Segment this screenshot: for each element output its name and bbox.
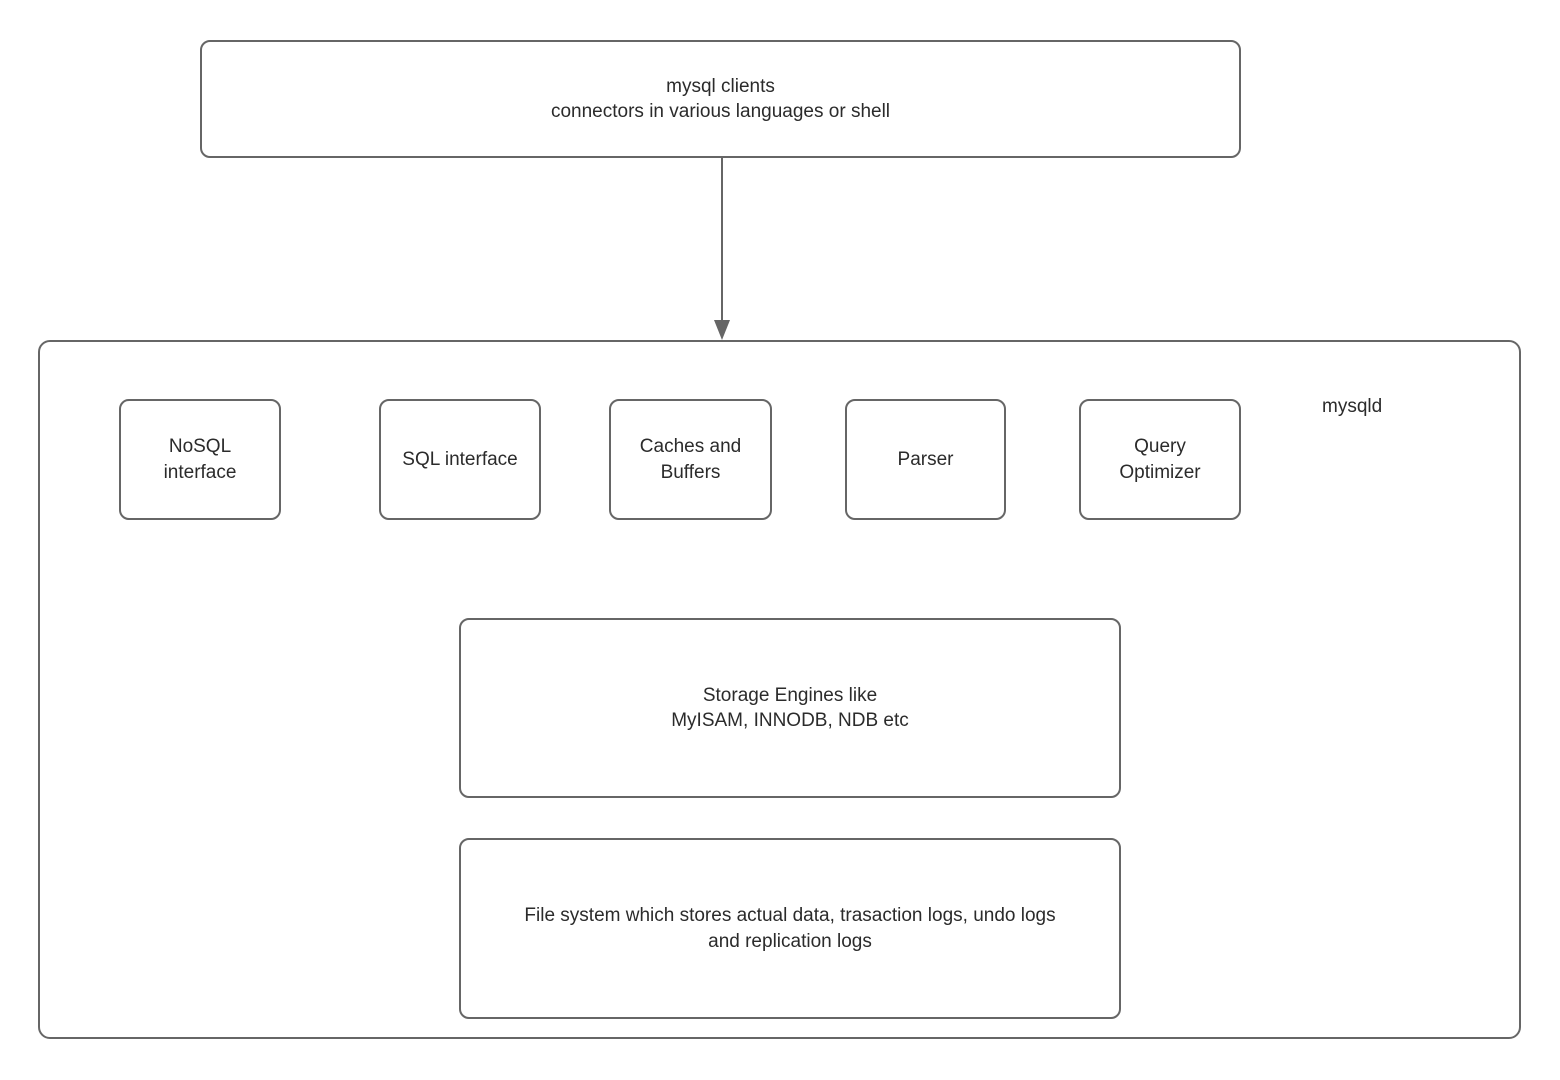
mysqld-title-label: mysqld [1322, 396, 1383, 417]
file-system-label: File system which stores actual data, tr… [524, 905, 1056, 952]
component-caches-and-buffers[interactable]: Caches and Buffers [609, 399, 772, 520]
storage-engines-box[interactable]: Storage Engines like MyISAM, INNODB, NDB… [459, 618, 1121, 798]
component-sql-interface[interactable]: SQL interface [379, 399, 541, 520]
component-label: NoSQL interface [163, 436, 237, 483]
component-query-optimizer[interactable]: Query Optimizer [1079, 399, 1241, 520]
component-label: Query Optimizer [1119, 436, 1201, 483]
component-label: SQL interface [402, 448, 518, 470]
component-label: Caches and Buffers [639, 436, 742, 483]
mysql-clients-label: mysql clients connectors in various lang… [550, 75, 891, 122]
arrow-down-icon [714, 156, 730, 340]
file-system-box[interactable]: File system which stores actual data, tr… [459, 838, 1121, 1019]
component-nosql-interface[interactable]: NoSQL interface [119, 399, 281, 520]
component-parser[interactable]: Parser [845, 399, 1006, 520]
component-label: Parser [897, 448, 954, 470]
storage-engines-label: Storage Engines like MyISAM, INNODB, NDB… [671, 684, 909, 731]
mysql-clients-box[interactable]: mysql clients connectors in various lang… [200, 40, 1241, 158]
